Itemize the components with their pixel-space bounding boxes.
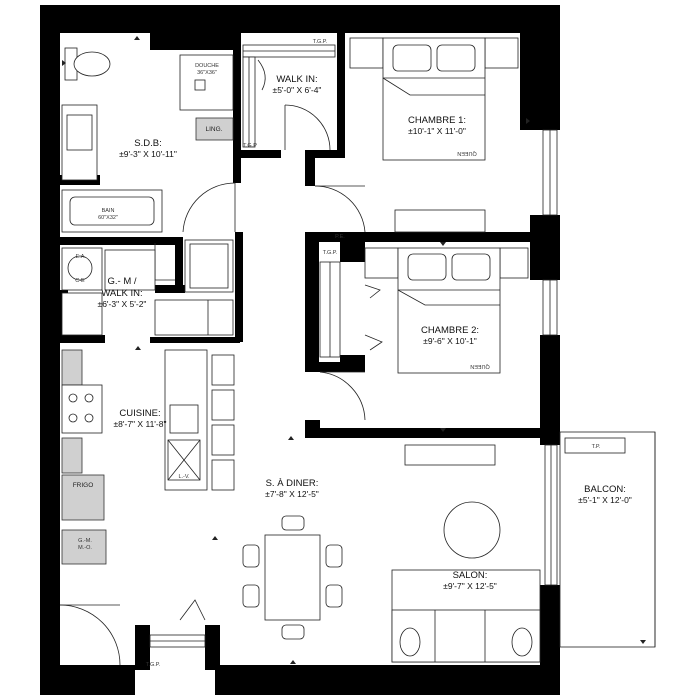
ea-label: E.A bbox=[76, 254, 85, 260]
balcony bbox=[559, 431, 656, 648]
tgp-entrance: T.G.P. bbox=[146, 662, 161, 668]
exterior-walls bbox=[40, 5, 560, 695]
sdb-name: S.D.B: bbox=[134, 138, 161, 149]
queen-label-1: QUEEN bbox=[457, 150, 477, 156]
salon-name: SALON: bbox=[453, 570, 488, 581]
kitchen bbox=[61, 349, 235, 565]
walkin1-closet bbox=[242, 44, 336, 148]
laundry-and-storage bbox=[61, 239, 234, 336]
chambre1-name: CHAMBRE 1: bbox=[408, 115, 466, 126]
entrance-closet bbox=[149, 634, 206, 648]
windows-right bbox=[542, 129, 558, 586]
chambre1-dims: ±10'-1" X 11'-0" bbox=[408, 126, 466, 136]
cuisine-dims: ±8'-7" X 11'-8" bbox=[113, 419, 166, 429]
balcon-dims: ±5'-1" X 12'-0" bbox=[578, 495, 632, 505]
cuisine-name: CUISINE: bbox=[119, 408, 160, 419]
pe-label: P.E. bbox=[335, 234, 345, 240]
fixture-labels: DOUCHE 36"X36" LING. BAIN 60"X32" T.G.P.… bbox=[73, 39, 601, 668]
tgp-walkin1-side: T.G.P bbox=[243, 143, 257, 149]
douche-label: DOUCHE bbox=[195, 63, 219, 69]
room-labels: S.D.B: ±9'-3" X 10'-11" WALK IN: ±5'-0" … bbox=[98, 74, 632, 591]
mo-label: M.-O. bbox=[78, 545, 92, 551]
lv-label: L.-V. bbox=[178, 474, 190, 480]
bedroom2-furniture bbox=[319, 247, 529, 374]
dining bbox=[242, 515, 343, 640]
gm-walkin-name1: G.- M / bbox=[107, 276, 136, 287]
diner-dims: ±7'-8" X 12'-5" bbox=[265, 489, 319, 499]
bedroom1-furniture bbox=[349, 37, 519, 233]
walkin1-name: WALK IN: bbox=[276, 74, 317, 85]
chambre2-name: CHAMBRE 2: bbox=[421, 325, 479, 336]
gm-label: G.-M. bbox=[78, 538, 92, 544]
sdb-dims: ±9'-3" X 10'-11" bbox=[119, 149, 177, 159]
bain-size: 60"X32" bbox=[98, 215, 118, 221]
salon-dims: ±9'-7" X 12'-5" bbox=[443, 581, 497, 591]
outlet-markers bbox=[62, 36, 646, 664]
living bbox=[391, 444, 541, 663]
diner-name: S. À DINER: bbox=[266, 478, 319, 489]
bain-label: BAIN bbox=[102, 208, 115, 214]
chambre2-dims: ±9'-6" X 10'-1" bbox=[423, 336, 477, 346]
frigo-label: FRIGO bbox=[73, 482, 94, 489]
walkin1-dims: ±5'-0" X 6'-4" bbox=[273, 85, 322, 95]
ling-label: LING. bbox=[206, 126, 223, 133]
queen-label-2: QUEEN bbox=[470, 363, 490, 369]
interior-walls bbox=[60, 33, 550, 438]
gm-walkin-name2: WALK IN: bbox=[101, 288, 142, 299]
balcon-name: BALCON: bbox=[584, 484, 626, 495]
ce-label: C-E bbox=[75, 278, 85, 284]
gm-walkin-dims: ±6'-3" X 5'-2" bbox=[98, 299, 147, 309]
tgp-walkin1-top: T.G.P. bbox=[313, 39, 328, 45]
tp-label: T.P. bbox=[592, 444, 601, 450]
douche-size: 36"X36" bbox=[197, 70, 217, 76]
tgp-chambre2: T.G.P. bbox=[323, 250, 338, 256]
bathroom-fixtures bbox=[61, 47, 234, 233]
